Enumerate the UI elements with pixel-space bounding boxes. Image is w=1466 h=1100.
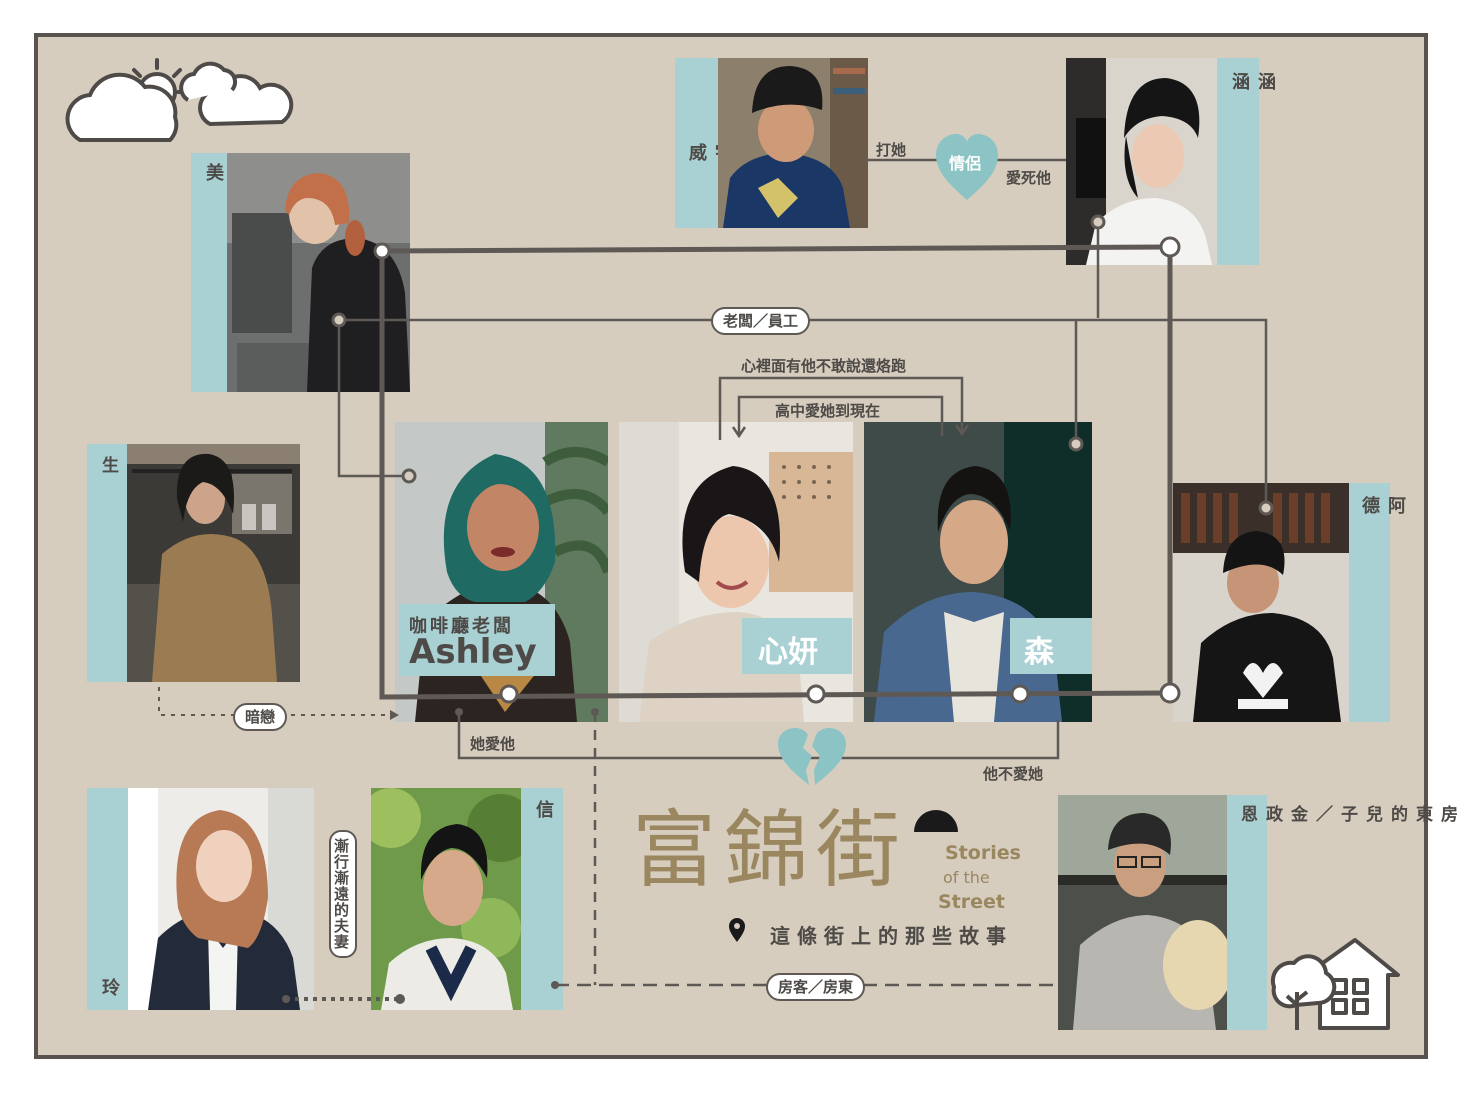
relation-hit-her: 打她 bbox=[876, 141, 907, 159]
arrow-hs bbox=[731, 426, 747, 439]
sen-name: 森 bbox=[1024, 635, 1054, 670]
relation-love-to-death: 愛死他 bbox=[1006, 169, 1052, 187]
arrow-crush bbox=[390, 710, 399, 720]
name-xin: 信 bbox=[533, 800, 554, 822]
name-landlord-son: 房東的兒子／金政恩 bbox=[1237, 805, 1457, 824]
relation-he-not-love-her: 他不愛她 bbox=[983, 765, 1044, 783]
logo-title: 富錦街 bbox=[632, 801, 909, 899]
relation-boss-employee: 老闆／員工 bbox=[711, 307, 811, 335]
photo-ade bbox=[1173, 483, 1349, 722]
couple-heart-icon bbox=[936, 134, 998, 200]
photo-hanhan bbox=[1066, 58, 1217, 265]
label-sen: 森 bbox=[1010, 618, 1092, 674]
sun-cloud-icon bbox=[65, 58, 294, 142]
house-tree-icon bbox=[1270, 938, 1400, 1030]
logo-en-line1: Stories bbox=[945, 842, 1021, 864]
line-xiaomei-hanhan bbox=[381, 244, 1171, 254]
label-ashley: 咖啡廳老闆 Ashley bbox=[399, 604, 555, 676]
photo-nakamura bbox=[127, 444, 300, 682]
line-secret-run bbox=[718, 376, 964, 440]
line-boss-employee bbox=[339, 318, 1268, 508]
line-xiaomei-ashley bbox=[337, 320, 409, 478]
name-ade: 阿德 bbox=[1359, 496, 1406, 518]
xinyan-name: 心妍 bbox=[758, 635, 818, 670]
arrow-secret bbox=[954, 424, 970, 437]
line-xiaomei-main bbox=[379, 251, 1171, 700]
logo-en-line2: of the bbox=[943, 868, 990, 887]
name-ling: 玲 bbox=[99, 978, 120, 1000]
ashley-name: Ashley bbox=[409, 632, 537, 672]
broken-heart-icon bbox=[778, 728, 846, 785]
logo-en-line3: Street bbox=[938, 891, 1005, 913]
relation-love-since-hs: 高中愛她到現在 bbox=[775, 402, 881, 420]
photo-xin bbox=[371, 788, 521, 1010]
label-xinyan: 心妍 bbox=[742, 618, 852, 674]
line-love-triangle bbox=[457, 712, 1060, 760]
relation-she-loves-him: 她愛他 bbox=[470, 735, 516, 753]
ashley-title: 咖啡廳老闆 bbox=[409, 616, 514, 637]
relation-crush: 暗戀 bbox=[233, 703, 288, 731]
photo-landlord-son bbox=[1058, 795, 1227, 1030]
photo-shaoyuwei bbox=[718, 58, 868, 228]
photo-ling bbox=[128, 788, 314, 1010]
relation-drifting: 漸行漸遠的夫妻 bbox=[329, 830, 357, 958]
relation-couple: 情侶 bbox=[949, 154, 982, 173]
line-love-since-hs bbox=[737, 395, 944, 436]
logo-tagline: 這條街上的那些故事 bbox=[770, 924, 1013, 948]
relation-secret-run: 心裡面有他不敢說還烙跑 bbox=[741, 357, 907, 375]
name-hanhan: 涵涵 bbox=[1229, 72, 1276, 94]
relation-tenant-landlord: 房客／房東 bbox=[766, 973, 866, 1001]
